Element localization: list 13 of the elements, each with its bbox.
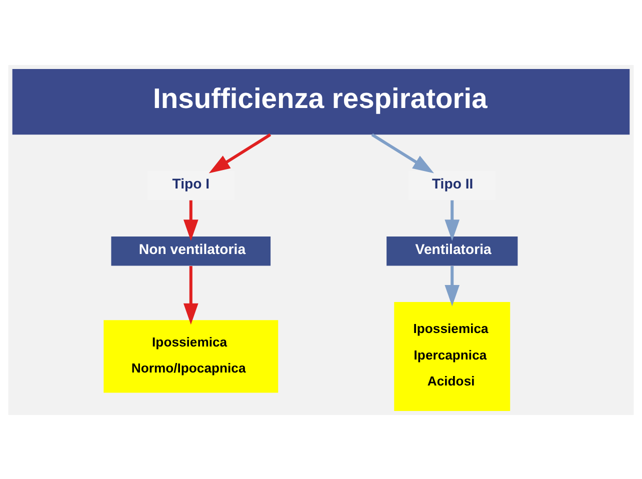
node-text: Tipo I xyxy=(172,174,210,191)
arrow xyxy=(183,200,198,240)
node-box: Insufficienza respiratoria xyxy=(12,68,630,134)
node-box: Ipossiemica Ipercapnica Acidosi xyxy=(394,302,510,410)
arrow xyxy=(444,266,460,306)
node-box: Ipossiemica Normo/Ipocapnica xyxy=(104,320,278,392)
arrow xyxy=(208,132,272,173)
node-box: Ventilatoria xyxy=(386,236,518,266)
node-text: Tipo II xyxy=(432,174,474,191)
arrow xyxy=(444,200,460,240)
arrow xyxy=(183,266,198,324)
arrow xyxy=(371,132,434,173)
node-box: Non ventilatoria xyxy=(111,236,271,266)
